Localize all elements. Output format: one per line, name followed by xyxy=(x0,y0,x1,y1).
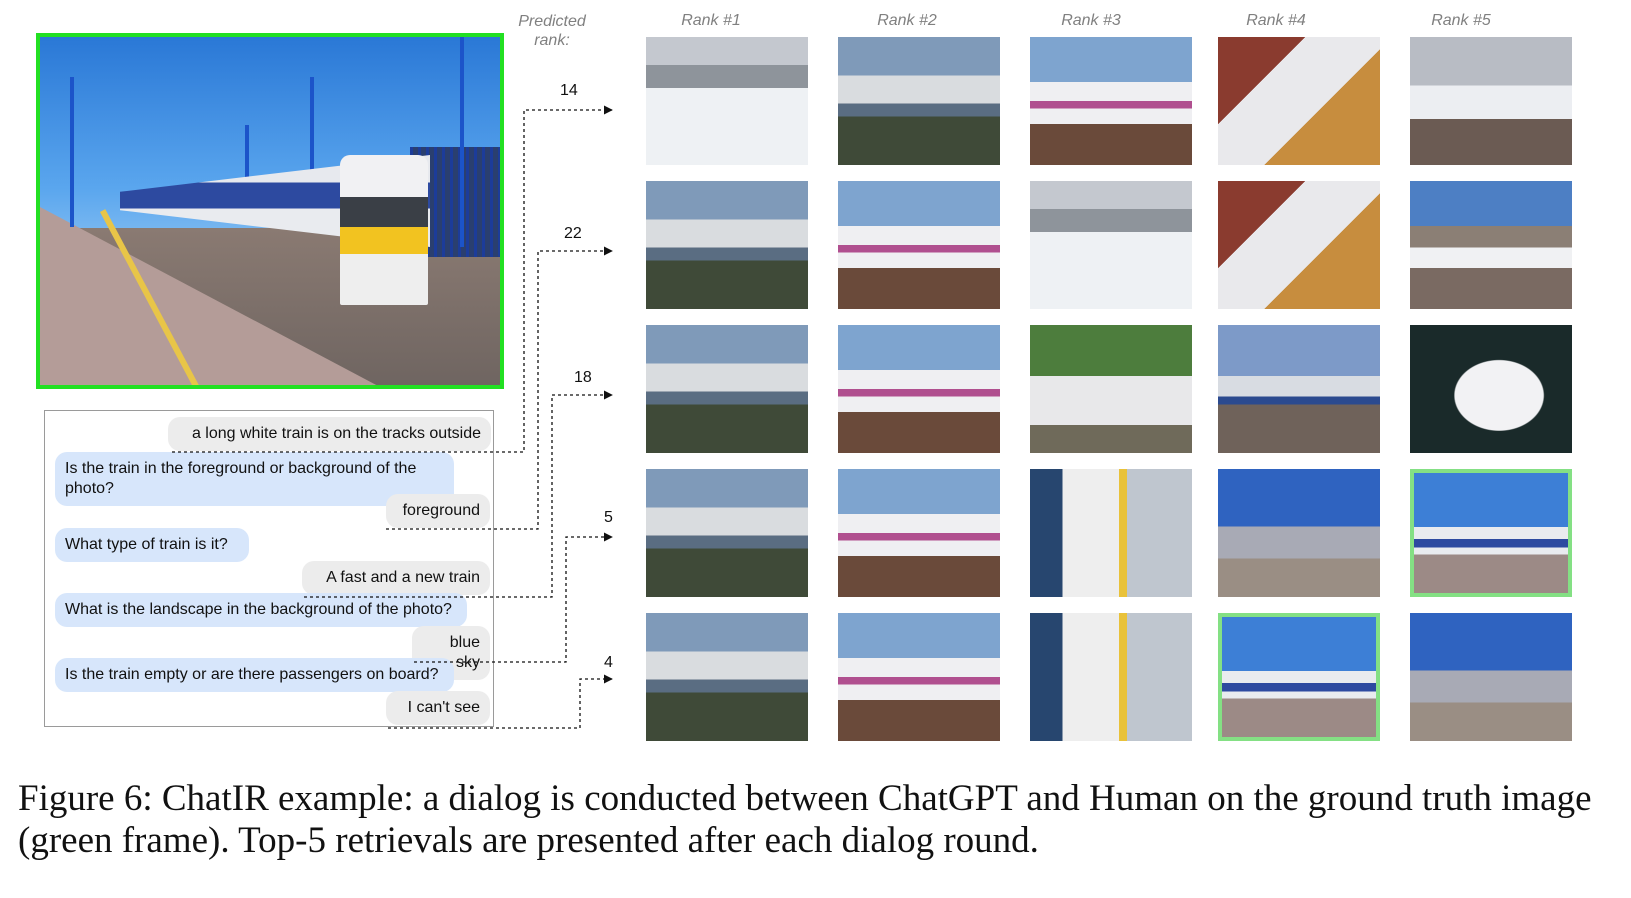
chatgpt-question: Is the train empty or are there passenge… xyxy=(55,658,454,692)
retrieval-thumbnail-white-train-tracks xyxy=(1410,37,1572,165)
rank-header: Rank #5 xyxy=(1431,12,1491,29)
retrieval-thumbnail-blurred-train xyxy=(646,613,808,741)
connector-round-3 xyxy=(304,390,613,598)
lamp-pole xyxy=(460,37,464,247)
human-answer: foreground xyxy=(386,494,490,528)
retrieval-thumbnail-white-purple-train xyxy=(1030,37,1192,165)
retrieval-thumbnail-blue-white-train-fence xyxy=(1218,325,1380,453)
rank-header: Rank #1 xyxy=(681,12,741,29)
human-answer: A fast and a new train xyxy=(302,561,490,595)
rank-header: Rank #2 xyxy=(877,12,937,29)
retrieval-thumbnail-white-bullet-train-station xyxy=(1218,181,1380,309)
retrieval-thumbnail-blurred-train xyxy=(646,325,808,453)
human-answer: a long white train is on the tracks outs… xyxy=(168,417,491,451)
predicted-rank-header: Predicted rank: xyxy=(518,13,586,49)
retrieval-thumbnail-white-purple-train xyxy=(838,181,1000,309)
predicted-rank-value: 14 xyxy=(560,82,578,99)
predicted-rank-value: 5 xyxy=(604,509,613,526)
lamp-pole xyxy=(70,77,74,227)
retrieval-thumbnail-agv-train xyxy=(1218,469,1380,597)
ground-truth-image xyxy=(36,33,504,389)
retrieval-thumbnail-yellow-nose-train xyxy=(1030,613,1192,741)
dialog-box xyxy=(44,410,494,727)
chatgpt-question: What is the landscape in the background … xyxy=(55,593,467,627)
chatgpt-question: What type of train is it? xyxy=(55,528,249,562)
retrieval-thumbnail-white-purple-train xyxy=(838,469,1000,597)
retrieval-thumbnail-white-purple-train xyxy=(838,325,1000,453)
retrieval-thumbnail-blurred-train xyxy=(838,37,1000,165)
retrieval-thumbnail-yellow-nose-train xyxy=(1030,469,1192,597)
retrieval-thumbnail-snow-bullet-train xyxy=(646,37,808,165)
connector-round-4 xyxy=(414,532,613,663)
retrieval-thumbnail-ground-truth-train xyxy=(1410,469,1572,597)
rank-header: Rank #4 xyxy=(1246,12,1306,29)
retrieval-thumbnail-twin-trains-forest xyxy=(1030,325,1192,453)
figure-caption: Figure 6: ChatIR example: a dialog is co… xyxy=(18,778,1592,861)
retrieval-thumbnail-ground-truth-train xyxy=(1218,613,1380,741)
predicted-rank-value: 4 xyxy=(604,654,613,671)
connector-round-2 xyxy=(386,246,613,530)
retrieval-thumbnail-white-bullet-train-station xyxy=(1218,37,1380,165)
chatgpt-question: Is the train in the foreground or backgr… xyxy=(55,452,454,506)
connector-round-5 xyxy=(388,674,613,729)
retrieval-thumbnail-blurred-train xyxy=(646,181,808,309)
retrieval-thumbnail-snow-bullet-train xyxy=(1030,181,1192,309)
predicted-rank-value: 18 xyxy=(574,369,592,386)
rank-header: Rank #3 xyxy=(1061,12,1121,29)
platform xyxy=(40,207,380,385)
train-cab xyxy=(340,155,428,305)
retrieval-thumbnail-white-purple-train xyxy=(838,613,1000,741)
connector-round-1 xyxy=(172,105,613,453)
human-answer: I can't see xyxy=(386,691,490,725)
lamp-pole xyxy=(245,125,249,205)
retrieval-thumbnail-bullet-train-dark xyxy=(1410,325,1572,453)
predicted-rank-value: 22 xyxy=(564,225,582,242)
retrieval-thumbnail-green-white-train xyxy=(1410,181,1572,309)
lamp-pole xyxy=(310,77,314,207)
retrieval-thumbnail-agv-train xyxy=(1410,613,1572,741)
retrieval-thumbnail-blurred-train xyxy=(646,469,808,597)
